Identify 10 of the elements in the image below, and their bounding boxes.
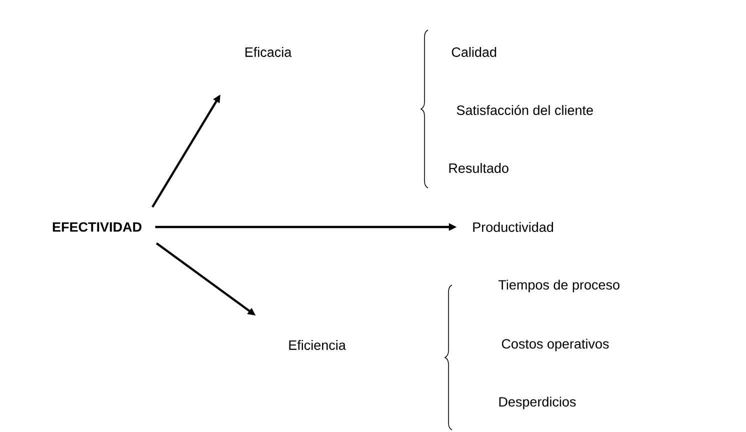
concept-label: Eficiencia: [289, 340, 346, 350]
item-label: Resultado: [449, 163, 508, 173]
concept-label: Productividad: [473, 222, 554, 232]
item-label: Desperdicios: [499, 396, 576, 410]
item-label: Satisfacción del cliente: [456, 104, 593, 116]
item-label: Costos operativos: [502, 338, 609, 352]
concept-label: Eficacia: [245, 47, 292, 57]
item-label: Tiempos de proceso: [498, 280, 620, 292]
title-text: EFECTIVIDAD: [52, 222, 142, 232]
item-label: Calidad: [452, 47, 496, 57]
